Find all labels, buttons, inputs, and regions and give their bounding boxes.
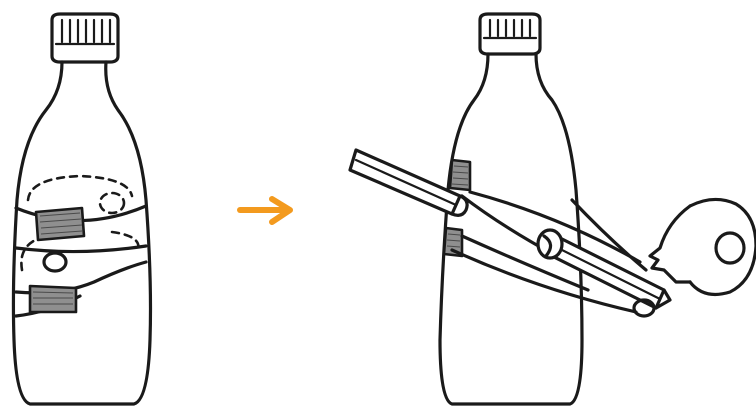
left-bottle-drawing [13, 14, 150, 404]
left-bottle-cap [52, 14, 118, 62]
right-bottle-cap [480, 14, 540, 54]
left-band-top-lower [16, 246, 146, 252]
left-dashed-cut-line-middle [21, 238, 40, 270]
left-tape-piece-bottom [30, 286, 76, 312]
left-dashed-hole-top [100, 193, 124, 213]
right-bottle-drawing [440, 14, 582, 404]
left-small-hole [44, 253, 66, 271]
right-tape-piece-upper [450, 160, 470, 190]
tape-roll [650, 199, 756, 294]
arrow-right-icon [240, 199, 290, 222]
left-dashed-cut-line-top [28, 176, 132, 200]
left-tape-piece-top [36, 208, 84, 240]
